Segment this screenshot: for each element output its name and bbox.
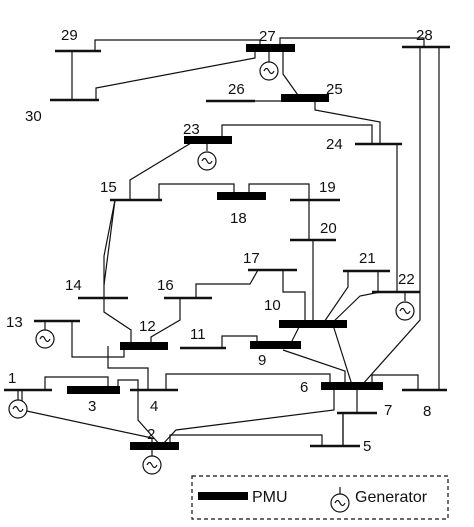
line-9-11 <box>221 335 258 348</box>
bus-label: 10 <box>264 297 281 314</box>
line-4-12 <box>107 346 149 390</box>
generator-icon <box>197 151 217 171</box>
bus-label: 13 <box>6 314 23 331</box>
line-15-18 <box>158 183 235 200</box>
bus-label: 28 <box>416 27 433 44</box>
buses <box>4 44 450 450</box>
line-2-4 <box>137 390 161 446</box>
bus-labels: 1 2 3 4 5 6 7 8 9 10 11 12 13 14 15 16 1… <box>6 27 433 455</box>
line-3-4 <box>117 379 139 390</box>
line-25-27 <box>282 48 301 99</box>
line-1-2 <box>21 390 153 445</box>
line-24-25 <box>314 98 381 144</box>
bus-label: 20 <box>320 220 337 237</box>
line-6-28 <box>361 47 421 386</box>
bus-label: 1 <box>8 370 16 387</box>
line-6-10 <box>332 324 353 386</box>
line-6-9 <box>282 349 346 385</box>
line-18-19 <box>248 183 310 200</box>
line-12-13 <box>71 321 125 358</box>
line-14-15 <box>103 199 116 286</box>
generator-icon <box>8 399 28 419</box>
line-10-22 <box>329 291 381 326</box>
bus-label: 25 <box>326 81 343 98</box>
bus-label: 12 <box>139 318 156 335</box>
line-12-14 <box>103 298 132 346</box>
generator-icon <box>35 329 55 349</box>
bus-label: 5 <box>363 438 371 455</box>
bus-label: 18 <box>230 210 247 227</box>
line-16-17 <box>195 269 259 298</box>
bus-label: 9 <box>258 352 266 369</box>
bus-label: 3 <box>88 398 96 415</box>
bus-label: 22 <box>398 271 415 288</box>
line-10-21 <box>321 271 349 326</box>
bus-label: 6 <box>300 379 308 396</box>
line-27-28 <box>279 37 425 48</box>
generator-icon <box>259 61 279 81</box>
bus-label: 19 <box>319 179 336 196</box>
line-23-24 <box>221 124 373 144</box>
line-4-6 <box>165 373 331 390</box>
line-6-8 <box>371 374 419 390</box>
legend-generator-label: Generator <box>355 489 428 506</box>
bus-label: 15 <box>100 179 117 196</box>
bus-label: 29 <box>61 27 78 44</box>
bus-label: 7 <box>384 402 392 419</box>
generators <box>8 61 415 475</box>
bus-label: 24 <box>326 136 343 153</box>
bus-label: 8 <box>423 403 431 420</box>
line-1-3 <box>44 376 109 390</box>
generator-icon <box>395 301 415 321</box>
line-17-10 <box>282 270 306 325</box>
bus-label: 14 <box>65 277 82 294</box>
line-27-29 <box>94 39 261 51</box>
transmission-lines <box>17 37 440 456</box>
bus-label: 27 <box>259 28 276 45</box>
bus-label: 23 <box>183 121 200 138</box>
line-27-30 <box>95 48 256 100</box>
line-2-6 <box>161 385 335 446</box>
bus-label: 17 <box>243 250 260 267</box>
bus-label: 30 <box>25 108 42 125</box>
legend-pmu-label: PMU <box>252 489 288 506</box>
bus-label: 11 <box>190 326 206 343</box>
bus-label: 26 <box>228 81 245 98</box>
legend: PMU Generator <box>191 475 449 520</box>
line-15-23 <box>129 139 197 200</box>
generator-icon <box>330 493 350 513</box>
bus-label: 2 <box>147 426 155 443</box>
generator-icon <box>142 455 162 475</box>
bus-label: 4 <box>150 398 158 415</box>
bus-label: 21 <box>359 250 376 267</box>
bus-label: 16 <box>157 277 174 294</box>
line-12-16 <box>150 298 181 346</box>
line-2-5 <box>169 434 323 446</box>
